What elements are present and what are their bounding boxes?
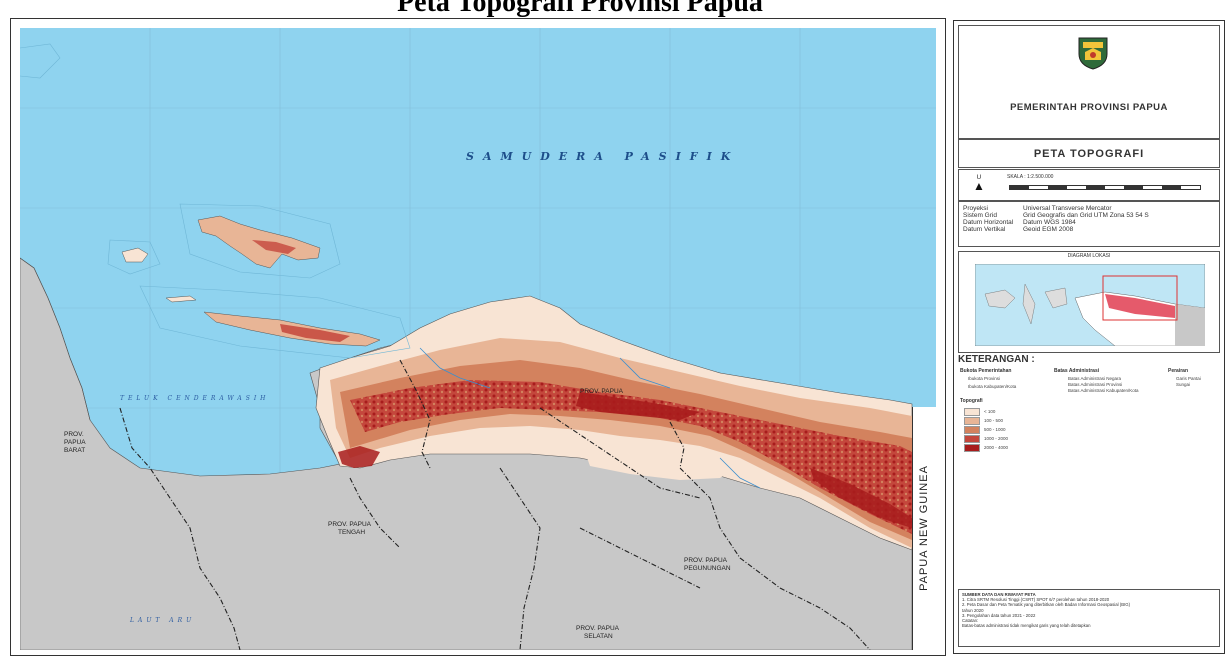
reef-outlines [20, 43, 411, 359]
province-borders [119, 359, 871, 650]
topo-label: < 100 [984, 409, 996, 414]
keterangan-box: KETERANGAN : Bukota Pemerintahan Ibukota… [958, 354, 1220, 584]
proj-key: Datum Vertikal [963, 226, 1006, 233]
topo-swatch [964, 407, 980, 416]
png-border-strip [912, 407, 937, 650]
proj-row: Sistem Grid Grid Geografis dan Grid UTM Z… [963, 212, 1215, 219]
org-name: PEMERINTAH PROVINSI PAPUA [1010, 102, 1168, 113]
topo-label: 500 - 1000 [984, 427, 1006, 432]
prov-label-papua-selatan-2: SELATAN [584, 633, 613, 640]
prov-label-papua-tengah-1: PROV. PAPUA [328, 521, 372, 528]
sea-label-north: TELUK CENDERAWASIH [120, 395, 269, 402]
map-canvas: SAMUDERA PASIFIK TELUK CENDERAWASIH LAUT… [20, 28, 936, 650]
topo-peak-east [810, 468, 912, 528]
topo-south-plain [580, 438, 740, 480]
topo-peak [576, 392, 700, 420]
proj-value: Geoid EGM 2008 [1023, 226, 1074, 233]
ket-col3-title: Perairan [1168, 368, 1189, 374]
ket-col1-item: Ibukota Kabupaten/Kota [968, 384, 1017, 389]
topo-row: 1000 - 2000 [964, 434, 1009, 443]
prov-label-papua-barat-1: PROV. [64, 431, 84, 438]
source-line: 1. Citra SRTM Resolusi Tinggi (CSRT) SPO… [962, 597, 1110, 603]
topo-label: 1000 - 2000 [984, 436, 1009, 441]
island-small-1 [121, 247, 149, 263]
scale-bar [1009, 185, 1201, 190]
prov-label-papua-pegunungan-2: PEGUNUNGAN [684, 565, 731, 572]
keterangan-title: KETERANGAN : [958, 354, 1035, 365]
topo-row: 500 - 1000 [964, 425, 1006, 434]
proj-key: Datum Horizontal [963, 219, 1014, 226]
ket-col2-title: Batas Administrasi [1054, 368, 1100, 374]
png-label: PAPUA NEW GUINEA [918, 464, 931, 591]
proj-value: Datum WGS 1984 [1023, 219, 1076, 226]
topo-swatch [964, 434, 980, 443]
ket-col2-item: Batas Administrasi Negara [1068, 376, 1122, 381]
north-arrow-icon: U▲ [973, 175, 985, 193]
topo-peak-west [338, 446, 380, 468]
proj-key: Proyeksi [963, 205, 988, 212]
prov-label-papua: PROV. PAPUA [580, 388, 624, 395]
ket-col3-item: Sungai [1176, 382, 1191, 387]
topo-swatch [964, 416, 980, 425]
map-name-box: PETA TOPOGRAFI [958, 139, 1220, 168]
island-yapen-peak [280, 324, 350, 342]
inset-title: DIAGRAM LOKASI [1067, 253, 1111, 259]
topo-label: 2000 - 4000 [984, 445, 1009, 450]
ket-col2-item: Batas Administrasi Kabupaten/Kota [1068, 388, 1139, 393]
west-coast [20, 257, 91, 421]
topo-row: 100 - 500 [964, 416, 1004, 425]
topo-row: 2000 - 4000 [964, 443, 1009, 452]
sources-box: SUMBER DATA DAN RIWAYAT PETA 1. Citra SR… [958, 589, 1220, 647]
topo-title: Topografi [960, 398, 983, 404]
source-line: Catatan: [962, 618, 979, 624]
sea-label-south: LAUT ARU [129, 617, 195, 624]
prov-label-papua-selatan-1: PROV. PAPUA [576, 625, 620, 632]
inset-map [975, 264, 1205, 346]
proj-value: Grid Geografis dan Grid UTM Zona 53 54 S [1023, 212, 1149, 219]
scale-box: U▲ SKALA : 1:2.500.000 [958, 169, 1220, 201]
island-biak-peak [252, 240, 296, 254]
topo-swatch [964, 443, 980, 452]
ket-col1-item: Ibukota Provinsi [968, 376, 1001, 381]
map-name: PETA TOPOGRAFI [1033, 148, 1145, 160]
prov-label-papua-barat-2: PAPUA [64, 439, 86, 446]
proj-row: Proyeksi Universal Transverse Mercator [963, 205, 1215, 212]
legend-panel: PEMERINTAH PROVINSI PAPUA PETA TOPOGRAFI… [953, 20, 1225, 654]
inset-map-box: DIAGRAM LOKASI [958, 251, 1220, 353]
source-line: tahun 2020 [962, 607, 984, 613]
prov-label-papua-tengah-2: TENGAH [338, 529, 365, 536]
proj-value: Universal Transverse Mercator [1023, 205, 1112, 212]
proj-row: Datum Horizontal Datum WGS 1984 [963, 219, 1215, 226]
proj-key: Sistem Grid [963, 212, 997, 219]
prov-label-papua-barat-3: BARAT [64, 447, 85, 454]
source-line: 3. Pengolahan data tahun 2021 - 2022 [962, 612, 1036, 618]
png-label-box: PAPUA NEW GUINEA [913, 405, 935, 650]
scale-label: SKALA : 1:2.500.000 [1007, 174, 1054, 180]
province-emblem-icon [1078, 37, 1108, 70]
legend-header: PEMERINTAH PROVINSI PAPUA [958, 25, 1220, 139]
sources-title: SUMBER DATA DAN RIWAYAT PETA [962, 592, 1036, 597]
topographic-map[interactable]: SAMUDERA PASIFIK TELUK CENDERAWASIH LAUT… [20, 28, 936, 650]
topo-swatch [964, 425, 980, 434]
projection-box: Proyeksi Universal Transverse Mercator Si… [958, 201, 1220, 247]
ocean-label: SAMUDERA PASIFIK [466, 150, 739, 163]
rivers [419, 347, 761, 489]
north-label: U [976, 175, 982, 181]
ket-col3-item: Garis Pantai [1176, 376, 1201, 381]
prov-label-papua-pegunungan-1: PROV. PAPUA [684, 557, 728, 564]
topo-label: 100 - 500 [984, 418, 1004, 423]
page-title: Peta Topografi Provinsi Papua [397, 0, 763, 18]
ket-col2-item: Batas Administrasi Provinsi [1068, 382, 1123, 387]
source-line: Batas-batas administrasi tidak mengikat … [962, 623, 1091, 629]
topo-row: < 100 [964, 407, 996, 416]
ket-col1-title: Bukota Pemerintahan [960, 368, 1012, 374]
proj-row: Datum Vertikal Geoid EGM 2008 [963, 226, 1215, 233]
source-line: 2. Peta Dasar dan Peta Tematik yang dite… [962, 602, 1131, 608]
island-small-2 [165, 295, 197, 303]
